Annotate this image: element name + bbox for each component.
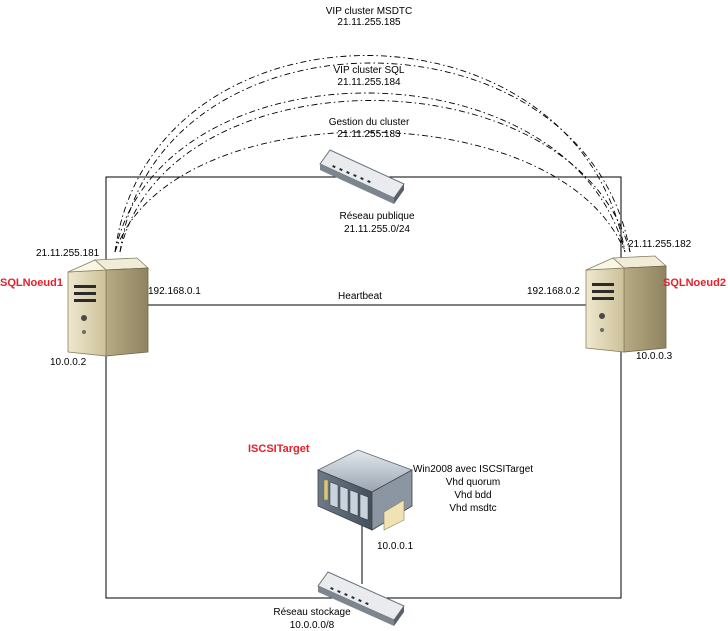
node2-heartbeat-ip: 192.168.0.2: [527, 286, 580, 297]
node1-storage-ip: 10.0.0.2: [50, 357, 87, 368]
network-loop: [105, 176, 622, 599]
target-detail-2: Vhd quorum: [446, 477, 500, 488]
iscsi-target-icon[interactable]: [317, 449, 413, 531]
heartbeat-label: Heartbeat: [338, 291, 382, 302]
vip-gestion-ip: 21.11.255.183: [337, 129, 401, 140]
node1-heartbeat-ip: 192.168.0.1: [148, 286, 201, 297]
vip-msdtc-name: VIP cluster MSDTC: [326, 6, 413, 17]
target-name: ISCSITarget: [248, 443, 310, 455]
public-network-subnet: 21.11.255.0/24: [344, 224, 410, 235]
server-node1-icon[interactable]: [67, 257, 149, 357]
node2-name: SQLNoeud2: [663, 277, 726, 289]
storage-switch-icon[interactable]: [317, 571, 405, 626]
vip-msdtc-ip: 21.11.255.185: [337, 17, 401, 28]
node2-storage-ip: 10.0.0.3: [636, 351, 673, 362]
vip-arcs: [114, 55, 631, 253]
vip-gestion-name: Gestion du cluster: [329, 117, 410, 128]
node1-name: SQLNoeud1: [0, 277, 63, 289]
vip-arc-sql-b: [119, 100, 631, 253]
target-detail-4: Vhd msdtc: [449, 503, 496, 514]
public-network-name: Réseau publique: [339, 211, 414, 222]
public-switch-icon[interactable]: [319, 149, 405, 204]
node2-public-ip: 21.11.255.182: [628, 239, 692, 250]
target-detail-1: Win2008 avec ISCSITarget: [413, 464, 533, 475]
node1-public-ip: 21.11.255.181: [36, 248, 100, 259]
vip-sql-ip: 21.11.255.184: [337, 77, 401, 88]
vip-arc-msdtc: [114, 55, 626, 253]
vip-sql-name: VIP cluster SQL: [334, 65, 405, 76]
server-node2-icon[interactable]: [585, 255, 667, 353]
target-storage-ip: 10.0.0.1: [377, 541, 414, 552]
vip-arc-sql: [114, 92, 626, 253]
storage-network-subnet: 10.0.0.0/8: [290, 620, 335, 631]
vip-arc-gestion: [114, 131, 626, 253]
vip-arc-msdtc-b: [119, 62, 631, 253]
storage-network-name: Réseau stockage: [273, 607, 351, 618]
target-detail-3: Vhd bdd: [454, 490, 491, 501]
